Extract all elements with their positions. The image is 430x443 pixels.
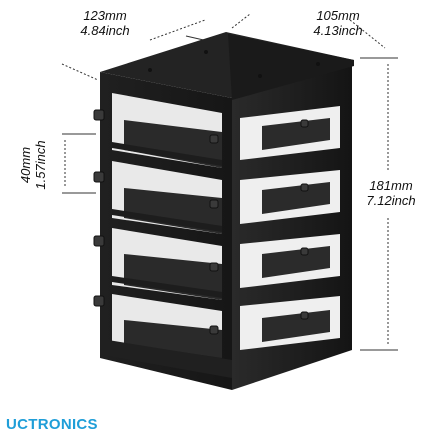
depth-mm: 105mm — [316, 8, 360, 23]
slot-height-dimension-label: 40mm 1.57inch — [18, 120, 48, 210]
brand-logo: UCTRONICS — [6, 416, 98, 433]
brand-logo-text: UCTRONICS — [6, 416, 98, 433]
width-mm: 123mm — [83, 8, 127, 23]
width-inch: 4.84inch — [80, 23, 130, 38]
height-inch: 7.12inch — [366, 193, 416, 208]
height-dimension-label: 181mm 7.12inch — [356, 178, 426, 208]
slot-height-inch: 1.57inch — [33, 140, 48, 190]
depth-dimension-label: 105mm 4.13inch — [288, 8, 388, 38]
front-bays — [108, 93, 232, 378]
depth-inch: 4.13inch — [313, 23, 363, 38]
slot-height-mm: 40mm — [18, 146, 33, 184]
width-dimension-label: 123mm 4.84inch — [60, 8, 150, 38]
thumbscrews — [93, 109, 309, 335]
height-mm: 181mm — [369, 178, 413, 193]
